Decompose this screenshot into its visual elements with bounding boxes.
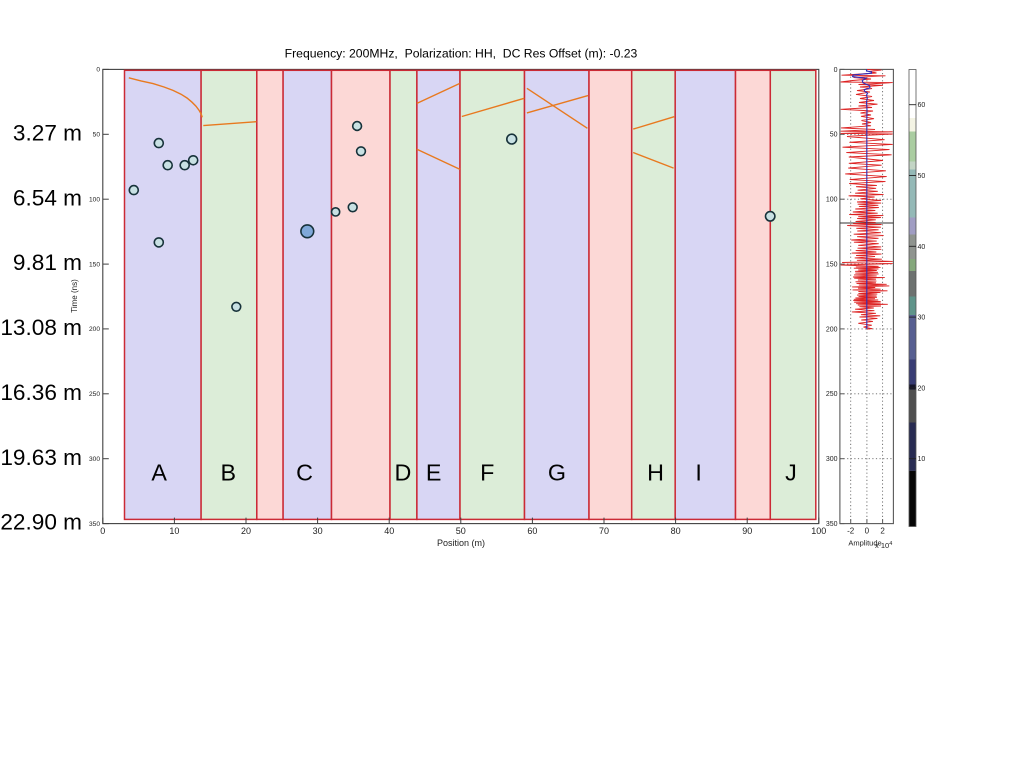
svg-text:150: 150 (826, 262, 838, 269)
svg-text:0: 0 (865, 527, 870, 536)
svg-text:350: 350 (826, 521, 838, 528)
svg-text:Time (ns): Time (ns) (70, 279, 79, 313)
svg-text:10: 10 (918, 456, 926, 463)
svg-text:250: 250 (89, 391, 100, 398)
svg-text:300: 300 (826, 456, 838, 463)
svg-text:10: 10 (169, 526, 179, 536)
svg-text:A: A (151, 460, 167, 486)
svg-text:20: 20 (918, 385, 926, 392)
svg-text:60: 60 (527, 526, 537, 536)
svg-text:6.54 m: 6.54 m (13, 185, 82, 210)
svg-text:100: 100 (811, 526, 826, 536)
svg-text:200: 200 (826, 326, 838, 333)
svg-text:30: 30 (313, 526, 323, 536)
svg-text:0: 0 (100, 526, 105, 536)
svg-text:C: C (296, 460, 313, 486)
svg-text:Frequency: 200MHz, Polarizati: Frequency: 200MHz, Polarization: HH, DC … (285, 47, 638, 61)
svg-text:250: 250 (826, 391, 838, 398)
svg-text:60: 60 (918, 102, 926, 109)
svg-text:40: 40 (384, 526, 394, 536)
svg-text:-2: -2 (847, 527, 855, 536)
svg-text:50: 50 (456, 526, 466, 536)
svg-text:2: 2 (880, 527, 885, 536)
svg-text:B: B (221, 460, 237, 486)
svg-text:0: 0 (96, 67, 100, 74)
svg-text:13.08 m: 13.08 m (0, 315, 82, 340)
svg-text:G: G (548, 460, 566, 486)
svg-text:100: 100 (826, 197, 838, 204)
svg-text:50: 50 (830, 132, 838, 139)
svg-text:D: D (394, 460, 411, 486)
svg-text:30: 30 (918, 315, 926, 322)
svg-text:80: 80 (671, 526, 681, 536)
svg-text:150: 150 (89, 261, 100, 268)
svg-text:40: 40 (918, 244, 926, 251)
svg-text:90: 90 (742, 526, 752, 536)
svg-text:19.63 m: 19.63 m (0, 445, 82, 470)
svg-text:E: E (426, 460, 442, 486)
svg-text:350: 350 (89, 521, 100, 528)
svg-text:3.27 m: 3.27 m (13, 120, 82, 145)
svg-text:0: 0 (834, 67, 838, 74)
svg-text:70: 70 (599, 526, 609, 536)
svg-text:20: 20 (241, 526, 251, 536)
svg-text:100: 100 (89, 197, 100, 204)
svg-text:300: 300 (89, 456, 100, 463)
svg-text:22.90 m: 22.90 m (0, 510, 82, 535)
svg-text:J: J (785, 460, 797, 486)
svg-text:F: F (480, 460, 494, 486)
svg-text:I: I (695, 460, 701, 486)
svg-text:9.81 m: 9.81 m (13, 250, 82, 275)
svg-text:16.36 m: 16.36 m (0, 380, 82, 405)
svg-text:x 104: x 104 (875, 541, 892, 550)
svg-text:50: 50 (918, 173, 926, 180)
svg-text:Amplitude: Amplitude (848, 539, 881, 548)
svg-text:200: 200 (89, 326, 100, 333)
svg-text:Position (m): Position (m) (437, 538, 485, 548)
svg-text:H: H (647, 460, 664, 486)
svg-text:50: 50 (93, 132, 101, 139)
